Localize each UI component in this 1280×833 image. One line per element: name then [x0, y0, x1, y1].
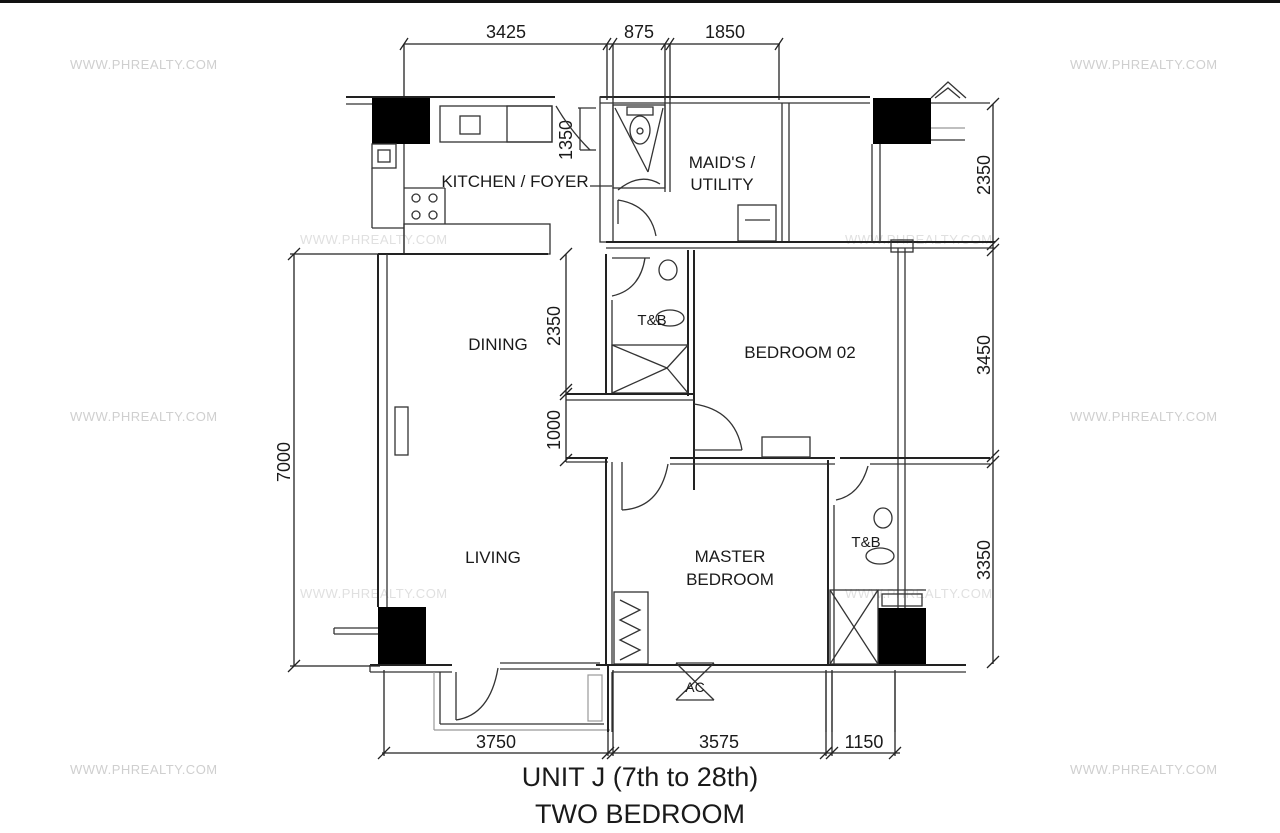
dim-left: 7000 — [274, 442, 294, 482]
watermark: WWW.PHREALTY.COM — [1070, 57, 1218, 72]
dim-top-1: 3425 — [486, 22, 526, 42]
dim-right-2: 3450 — [974, 335, 994, 375]
watermark: WWW.PHREALTY.COM — [300, 232, 448, 247]
dim-inner-2: 2350 — [544, 306, 564, 346]
plan-title: UNIT J (7th to 28th) TWO BEDROOM — [522, 762, 759, 829]
room-dining: DINING — [468, 335, 528, 354]
room-maids-line1: MAID'S / — [689, 153, 756, 172]
dim-inner-1: 1350 — [556, 120, 576, 160]
room-maids-line2: UTILITY — [690, 175, 753, 194]
dim-bottom-1: 3750 — [476, 732, 516, 752]
dim-right-3: 3350 — [974, 540, 994, 580]
room-living: LIVING — [465, 548, 521, 567]
dim-bottom-2: 3575 — [699, 732, 739, 752]
watermark: WWW.PHREALTY.COM — [70, 409, 218, 424]
room-master-line1: MASTER — [695, 547, 766, 566]
title-unit: UNIT J (7th to 28th) — [522, 762, 759, 792]
dim-top-3: 1850 — [705, 22, 745, 42]
watermark: WWW.PHREALTY.COM — [70, 57, 218, 72]
room-kitchen-foyer: KITCHEN / FOYER — [441, 172, 588, 191]
title-type: TWO BEDROOM — [535, 799, 745, 829]
room-tb-master: T&B — [851, 534, 880, 551]
room-bedroom-02: BEDROOM 02 — [744, 343, 855, 362]
watermark: WWW.PHREALTY.COM — [1070, 762, 1218, 777]
watermark: WWW.PHREALTY.COM — [1070, 409, 1218, 424]
dim-top-2: 875 — [624, 22, 654, 42]
room-labels: KITCHEN / FOYER MAID'S / UTILITY DINING … — [441, 153, 880, 695]
columns — [372, 98, 931, 666]
ac-label: AC — [685, 679, 704, 695]
dim-bottom-3: 1150 — [845, 732, 884, 752]
dim-right-1: 2350 — [974, 155, 994, 195]
room-master-line2: BEDROOM — [686, 570, 774, 589]
watermark: WWW.PHREALTY.COM — [300, 586, 448, 601]
walls — [333, 81, 995, 732]
watermark: WWW.PHREALTY.COM — [70, 762, 218, 777]
top-border — [0, 0, 1280, 3]
watermark: WWW.PHREALTY.COM — [845, 232, 993, 247]
dim-inner-3: 1000 — [544, 410, 564, 450]
room-tb-common: T&B — [637, 312, 666, 329]
dimension-labels: 3425 875 1850 3750 3575 1150 7000 2350 3… — [274, 22, 994, 752]
